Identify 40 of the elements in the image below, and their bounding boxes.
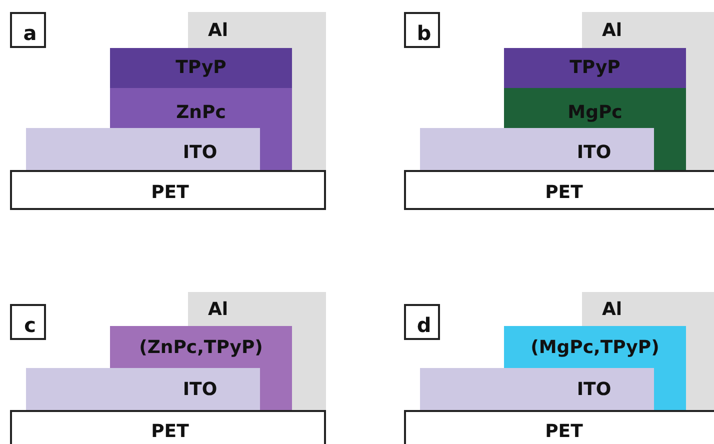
layer-name: PET (545, 184, 583, 202)
substrate-layer (10, 410, 326, 444)
film-layer (504, 48, 686, 88)
layer-name: Al (602, 301, 622, 319)
substrate-layer (10, 170, 326, 210)
layer-name: Al (602, 22, 622, 40)
layer-name: TPyP (176, 59, 226, 77)
layer-name: ITO (576, 381, 612, 399)
blend-layer (110, 326, 292, 410)
panel-letter: b (416, 23, 432, 43)
electrode-layer (420, 128, 654, 170)
layer-name: ITO (182, 381, 218, 399)
layer-name: ZnPc (176, 104, 226, 122)
layer-name: Al (208, 22, 228, 40)
substrate-layer (404, 170, 714, 210)
film-layer (110, 48, 292, 88)
panel-label (404, 12, 440, 48)
panel-label (10, 12, 46, 48)
layer-name: ITO (182, 144, 218, 162)
layer-name: MgPc (568, 104, 622, 122)
film-layer (110, 88, 292, 170)
layer-name: PET (151, 184, 189, 202)
electrode-layer (26, 368, 260, 410)
layer-name: PET (545, 423, 583, 441)
substrate-layer (404, 410, 714, 444)
layer-name: TPyP (570, 59, 620, 77)
blend-layer (504, 326, 686, 410)
electrode-layer (26, 128, 260, 170)
layer-name: Al (208, 301, 228, 319)
panel-letter: c (24, 315, 36, 335)
electrode-layer (420, 368, 654, 410)
panel-letter: d (416, 315, 432, 335)
layer-name: (ZnPc,TPyP) (139, 339, 263, 357)
layer-name: (MgPc,TPyP) (530, 339, 660, 357)
film-layer (504, 88, 686, 170)
layer-name: ITO (576, 144, 612, 162)
panel-label (10, 304, 46, 340)
layer-name: PET (151, 423, 189, 441)
panel-label (404, 304, 440, 340)
panel-letter: a (23, 23, 37, 43)
